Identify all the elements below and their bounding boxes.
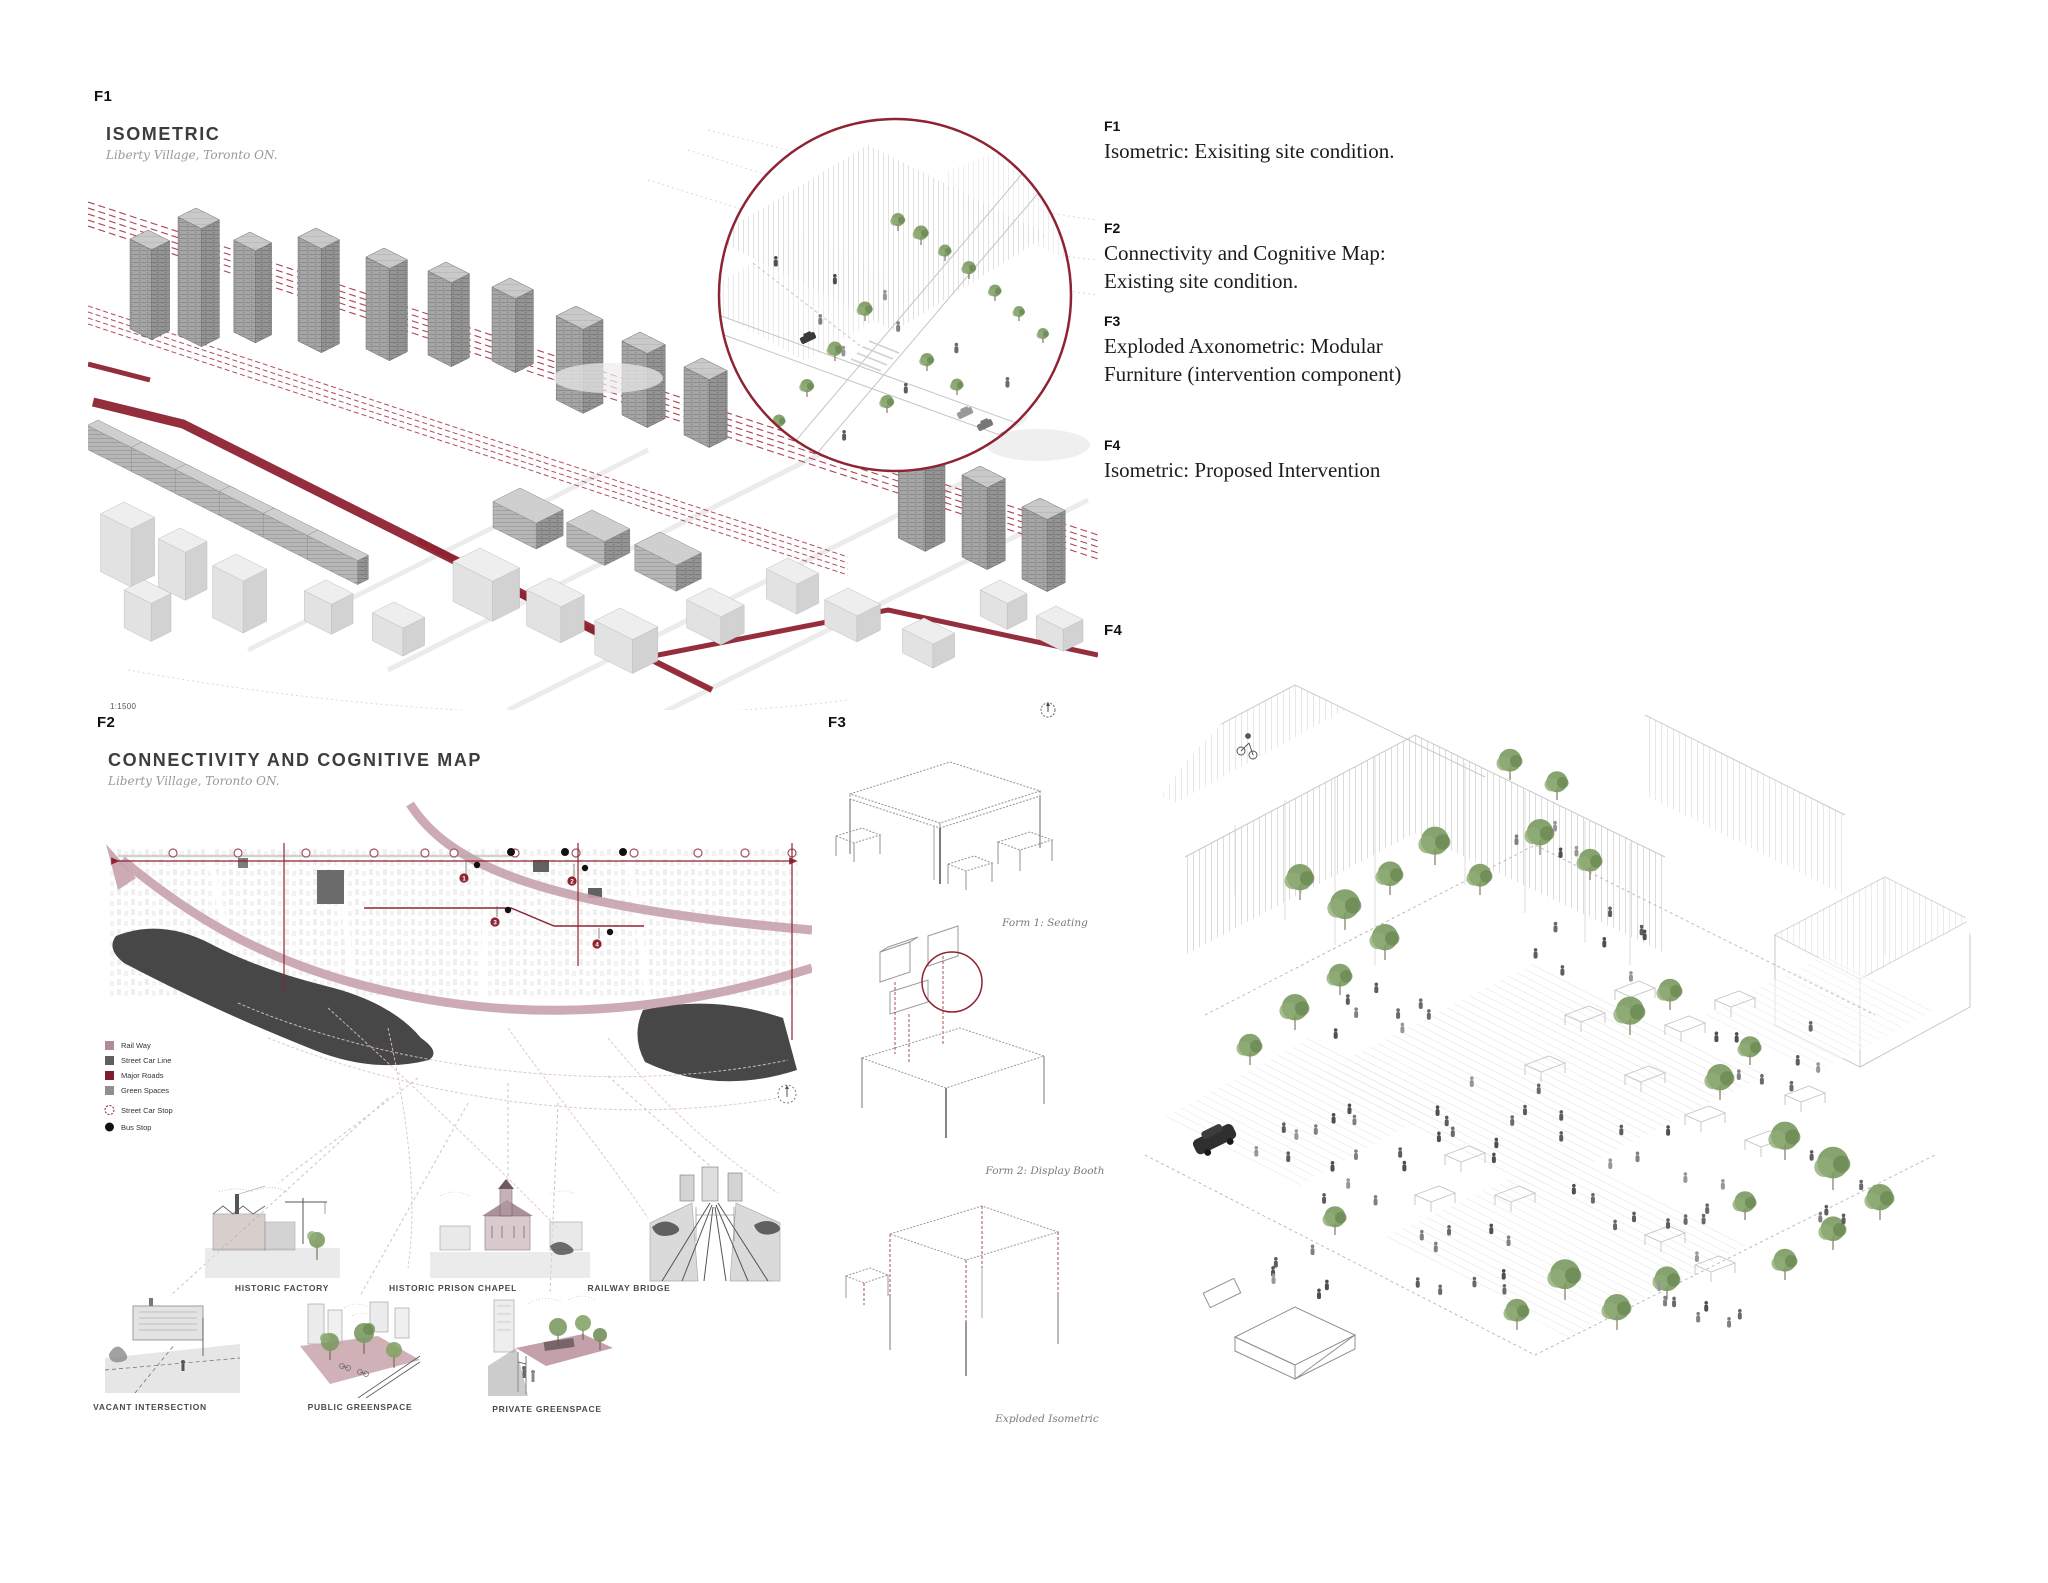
caption-f1-text: Isometric: Exisiting site condition. bbox=[1104, 139, 1395, 163]
legend-ring-streetcar-stop bbox=[104, 1105, 115, 1115]
f4-content bbox=[1124, 684, 1972, 1380]
legend-swatch-streetcar-line bbox=[105, 1056, 114, 1065]
f2-cognitive-map-drawing: 1 2 3 4 Rail Way Street Car Line Major R… bbox=[104, 801, 812, 1399]
caption-f3: F3 Exploded Axonometric: Modular Furnitu… bbox=[1104, 313, 1449, 388]
f2-north-arrow-icon bbox=[777, 1084, 797, 1104]
vignette-vacant-intersection bbox=[104, 1298, 241, 1394]
f3-detail-highlight-circle bbox=[921, 951, 983, 1013]
f1-title: ISOMETRIC bbox=[106, 124, 221, 144]
map-vignette-connectors bbox=[169, 1075, 711, 1297]
vignette-historic-factory bbox=[205, 1185, 340, 1278]
f3-form1-caption: Form 1: Seating bbox=[1002, 917, 1088, 929]
f1-subtitle: Liberty Village, Toronto ON. bbox=[106, 148, 278, 162]
legend-swatch-railway bbox=[105, 1041, 114, 1050]
caption-f4-text: Isometric: Proposed Intervention bbox=[1104, 458, 1381, 482]
svg-text:1: 1 bbox=[462, 875, 466, 882]
vignette-label-historic-prison-chapel: HISTORIC PRISON CHAPEL bbox=[388, 1283, 518, 1293]
legend-label-streetcar-stop: Street Car Stop bbox=[121, 1106, 173, 1115]
f2-title: CONNECTIVITY AND COGNITIVE MAP bbox=[108, 750, 483, 770]
map-numbered-markers: 1 2 3 4 bbox=[459, 861, 614, 949]
f1-figure-label: F1 bbox=[94, 88, 113, 105]
caption-f3-label: F3 bbox=[1104, 313, 1121, 329]
map-bus-stops bbox=[507, 848, 627, 856]
legend-label-railway: Rail Way bbox=[121, 1041, 151, 1050]
svg-text:2: 2 bbox=[570, 878, 574, 885]
caption-f4-label: F4 bbox=[1104, 437, 1121, 453]
f3-form2-caption: Form 2: Display Booth bbox=[985, 1165, 1105, 1177]
f3-form2-display-booth bbox=[860, 925, 1046, 1138]
vignette-label-historic-factory: HISTORIC FACTORY bbox=[234, 1283, 330, 1293]
map-dark-green-patches bbox=[112, 858, 797, 1082]
map-railway-bands bbox=[119, 801, 812, 1015]
f4-car bbox=[1192, 1123, 1237, 1156]
caption-f2-text: Connectivity and Cognitive Map: Existing… bbox=[1104, 241, 1386, 293]
caption-f1: F1 Isometric: Exisiting site condition. bbox=[1104, 118, 1449, 166]
vignette-historic-prison-chapel bbox=[430, 1179, 590, 1278]
f3-figure-label: F3 bbox=[828, 714, 847, 731]
legend-label-major-roads: Major Roads bbox=[121, 1071, 164, 1080]
legend-label-streetcar-line: Street Car Line bbox=[121, 1056, 171, 1065]
f1-detail-inset-circle bbox=[717, 117, 1073, 473]
f4-figure-label: F4 bbox=[1104, 622, 1123, 639]
legend-label-green-spaces: Green Spaces bbox=[121, 1086, 169, 1095]
legend-swatch-major-roads bbox=[105, 1071, 114, 1080]
f2-figure-label: F2 bbox=[97, 714, 116, 731]
vignette-label-public-greenspace: PUBLIC GREENSPACE bbox=[307, 1402, 413, 1412]
vignette-label-railway-bridge: RAILWAY BRIDGE bbox=[587, 1283, 671, 1293]
caption-f4: F4 Isometric: Proposed Intervention bbox=[1104, 437, 1449, 485]
f1-north-arrow-icon bbox=[1040, 702, 1056, 718]
vignette-public-greenspace bbox=[300, 1301, 421, 1399]
f3-form3-caption: Exploded Isometric bbox=[995, 1413, 1099, 1425]
vignette-railway-bridge bbox=[649, 1166, 781, 1282]
f3-exploded-axonometric-drawing bbox=[834, 761, 1060, 1376]
caption-f1-label: F1 bbox=[1104, 118, 1121, 134]
vignette-label-vacant-intersection: VACANT INTERSECTION bbox=[93, 1402, 207, 1412]
map-red-grid-lines bbox=[283, 843, 793, 1040]
legend-label-bus-stop: Bus Stop bbox=[121, 1123, 151, 1132]
legend-swatch-green-spaces bbox=[105, 1086, 114, 1095]
f4-cyclist bbox=[1236, 733, 1258, 760]
caption-f3-text: Exploded Axonometric: Modular Furniture … bbox=[1104, 334, 1402, 386]
vignette-private-greenspace bbox=[488, 1295, 613, 1396]
f2-subtitle: Liberty Village, Toronto ON. bbox=[108, 774, 280, 788]
svg-text:4: 4 bbox=[595, 941, 599, 948]
caption-f2: F2 Connectivity and Cognitive Map: Exist… bbox=[1104, 220, 1449, 295]
inset-red-ring bbox=[717, 117, 1073, 473]
vignette-label-private-greenspace: PRIVATE GREENSPACE bbox=[492, 1404, 602, 1414]
f1-scale-note: 1:1500 bbox=[110, 702, 137, 711]
legend-dot-bus-stop bbox=[105, 1122, 114, 1132]
f3-form1-seating bbox=[834, 761, 1054, 890]
svg-text:3: 3 bbox=[493, 919, 497, 926]
f3-form3-exploded-isometric bbox=[844, 1205, 1060, 1376]
f2-legend: Rail Way Street Car Line Major Roads Gre… bbox=[104, 1041, 173, 1132]
f4-proposed-intervention-drawing bbox=[1124, 684, 1972, 1380]
caption-f2-label: F2 bbox=[1104, 220, 1121, 236]
